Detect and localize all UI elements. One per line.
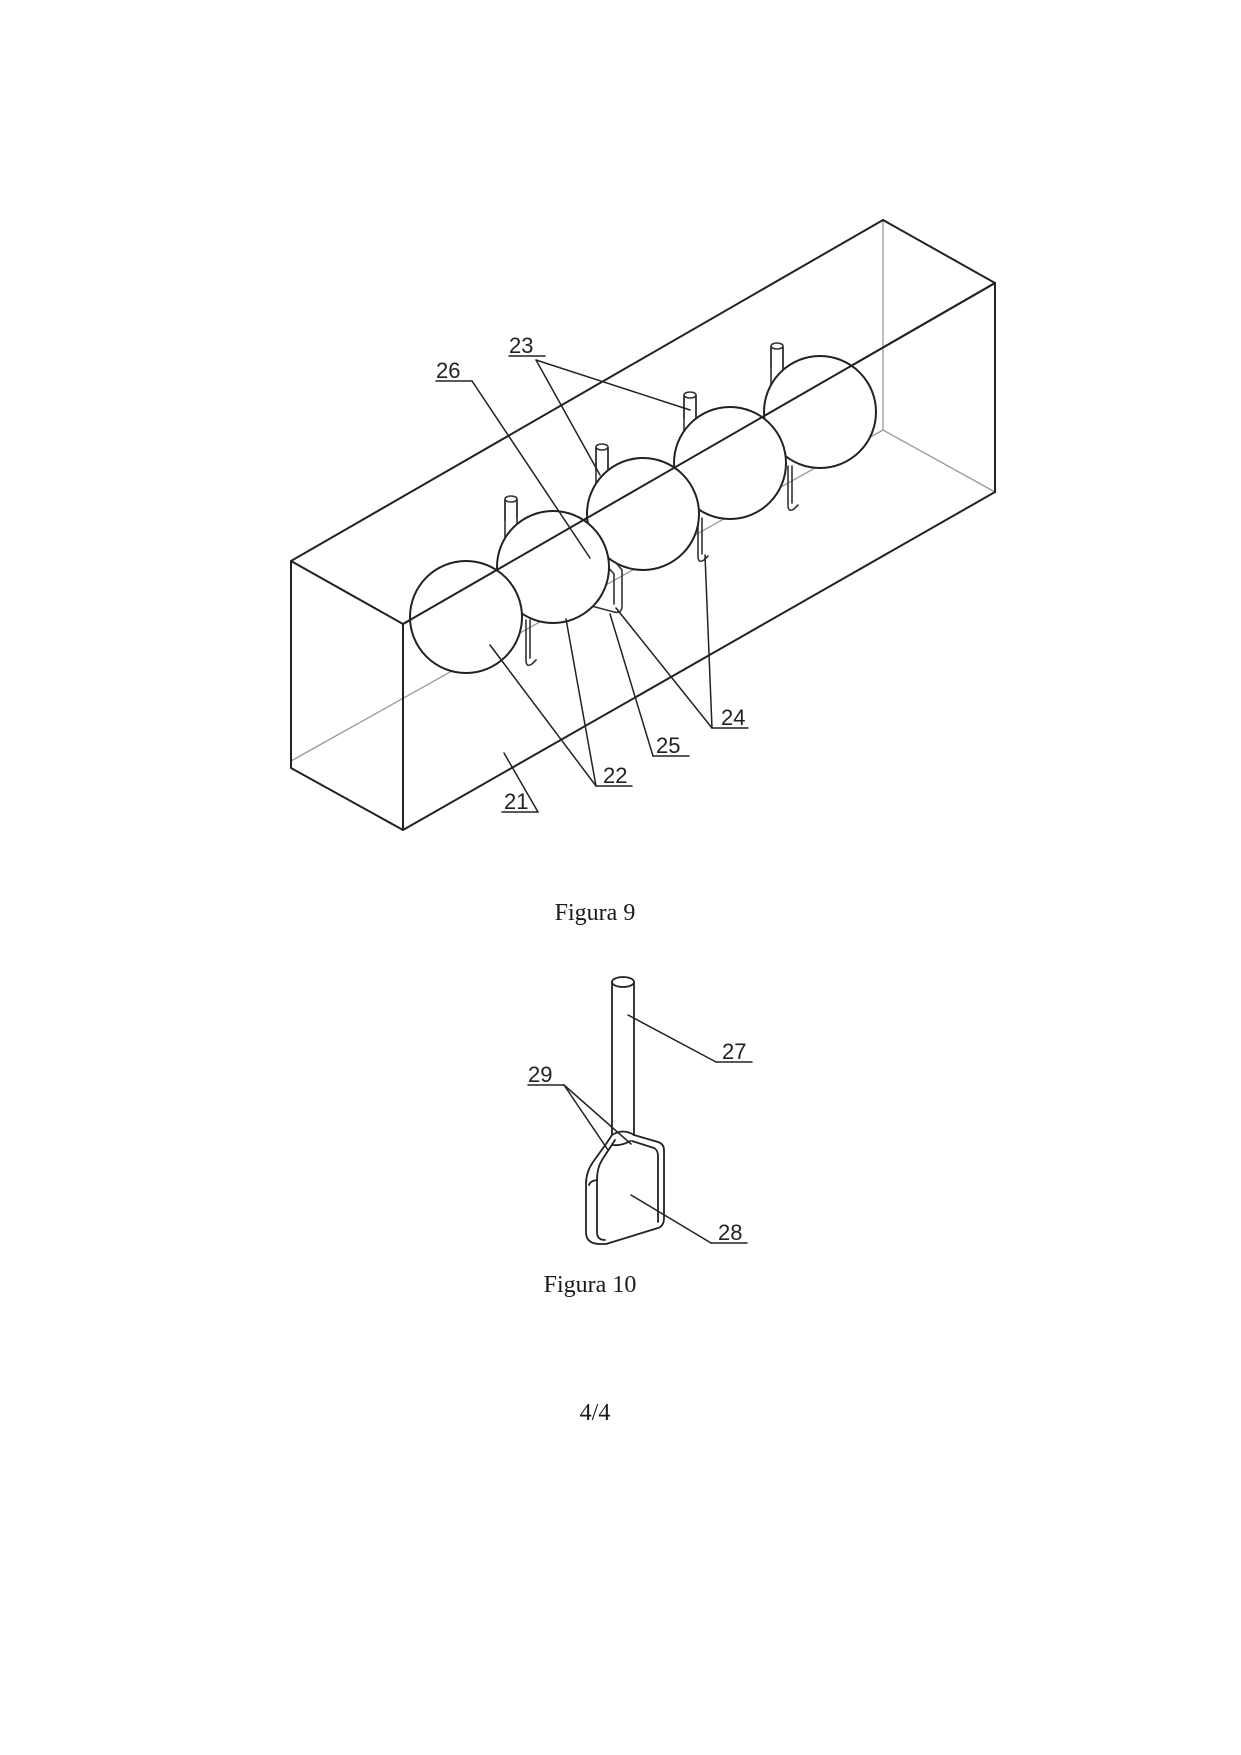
figure-10-caption: Figura 10 <box>543 1272 637 1298</box>
rods-top <box>504 346 784 521</box>
label-24: 24 <box>721 705 745 730</box>
fig10-reference-numerals: 27 29 28 <box>528 1039 746 1245</box>
leader-lines <box>435 355 749 813</box>
sphere-2 <box>496 510 610 624</box>
fig10-leader-lines <box>527 1014 753 1244</box>
box-front-edge-over <box>402 282 996 625</box>
figure-9: 26 23 24 25 22 21 <box>290 219 996 831</box>
fig9-reference-numerals: 26 23 24 25 22 21 <box>436 333 745 814</box>
box-front-face <box>290 560 404 831</box>
label-23: 23 <box>509 333 533 358</box>
paddle-28 <box>585 1130 665 1245</box>
sphere-4 <box>673 406 787 520</box>
label-26: 26 <box>436 358 460 383</box>
figure-10: 27 29 28 <box>527 976 753 1245</box>
page-number: 4/4 <box>579 1400 611 1426</box>
sphere-5 <box>763 355 877 469</box>
sphere-3 <box>586 457 700 571</box>
label-29: 29 <box>528 1062 552 1087</box>
label-21: 21 <box>504 789 528 814</box>
figure-9-caption: Figura 9 <box>554 900 636 926</box>
label-27: 27 <box>722 1039 746 1064</box>
rod-27 <box>611 976 635 1136</box>
label-28: 28 <box>718 1220 742 1245</box>
label-25: 25 <box>656 733 680 758</box>
sphere-1 <box>409 560 523 674</box>
spheres <box>409 355 877 674</box>
label-22: 22 <box>603 763 627 788</box>
holders <box>525 465 799 667</box>
